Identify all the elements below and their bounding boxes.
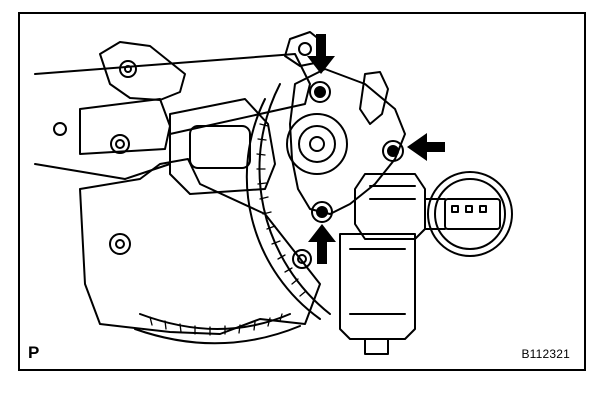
figure-code: B112321 <box>521 347 570 361</box>
sector-gear <box>134 83 331 345</box>
bolt-right <box>382 140 404 162</box>
lift-arm <box>34 53 311 180</box>
regulator-plate <box>79 31 326 335</box>
arrow-left-icon <box>407 133 445 161</box>
indicator-arrows <box>307 34 445 264</box>
connector <box>424 171 513 257</box>
arrow-down-icon <box>307 34 335 74</box>
motor-housing <box>286 68 426 355</box>
arrow-up-icon <box>308 224 336 264</box>
diagram-frame: P B112321 <box>18 12 586 371</box>
bolts <box>309 81 404 223</box>
window-regulator-illustration <box>34 31 513 355</box>
corner-label: P <box>28 343 40 362</box>
bolt-bottom <box>311 201 333 223</box>
bolt-top <box>309 81 331 103</box>
